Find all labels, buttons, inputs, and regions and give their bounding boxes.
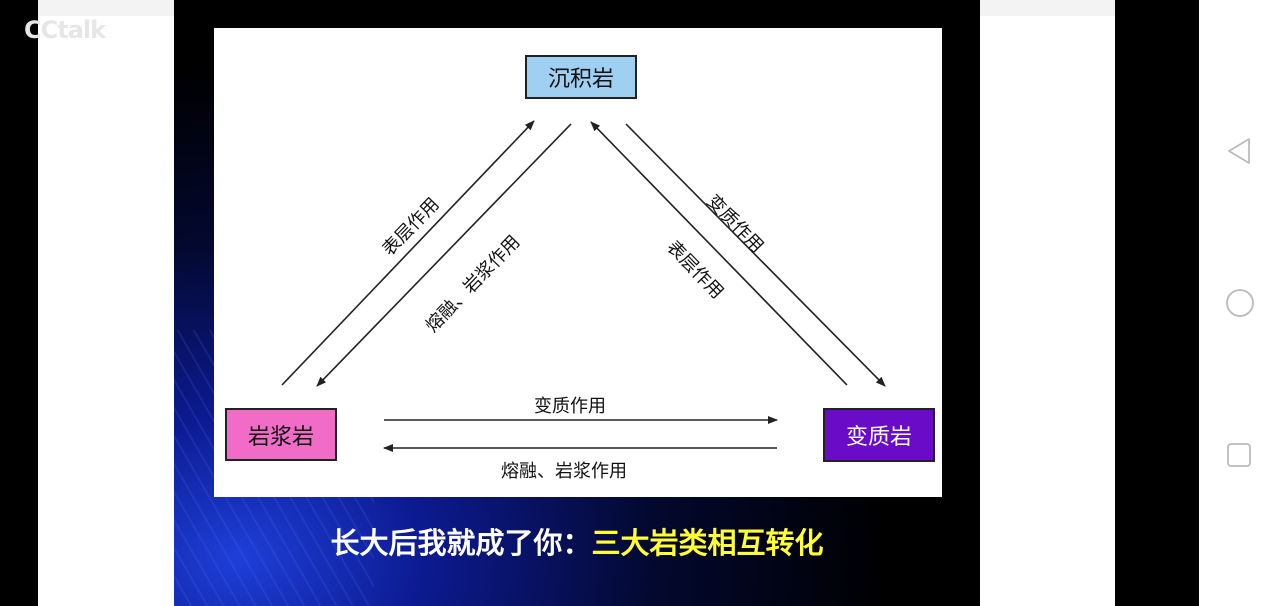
metamorphic-rock-box: 变质岩 bbox=[823, 408, 935, 462]
back-icon bbox=[1228, 138, 1250, 164]
cctalk-logo: CCtalk bbox=[24, 16, 106, 44]
subtitle-prefix: 长大后我就成了你： bbox=[330, 526, 592, 560]
slide: 沉积岩 岩浆岩 变质岩 表层作用 熔融、岩浆作用 变质作用 表层作用 变质作用 … bbox=[174, 0, 980, 606]
arrow-igneous-to-sedimentary bbox=[281, 120, 535, 386]
arrow-sedimentary-to-igneous bbox=[316, 123, 572, 387]
left-black-bar bbox=[0, 0, 38, 606]
home-icon bbox=[1226, 289, 1254, 317]
subtitle-highlight: 三大岩类相互转化 bbox=[591, 526, 824, 560]
diagram-arrows bbox=[281, 120, 886, 452]
rock-cycle-diagram: 沉积岩 岩浆岩 变质岩 表层作用 熔融、岩浆作用 变质作用 表层作用 变质作用 … bbox=[214, 28, 942, 497]
recents-icon bbox=[1227, 443, 1251, 467]
sedimentary-rock-box: 沉积岩 bbox=[525, 55, 637, 99]
android-nav-bar bbox=[1199, 0, 1279, 606]
right-panel bbox=[980, 0, 1115, 606]
arrow-sedimentary-to-metamorphic bbox=[625, 123, 886, 387]
recents-button[interactable] bbox=[1224, 440, 1254, 470]
arrow-metamorphic-to-sedimentary bbox=[590, 121, 848, 386]
igneous-rock-box: 岩浆岩 bbox=[225, 408, 337, 461]
back-button[interactable] bbox=[1224, 136, 1254, 166]
home-button[interactable] bbox=[1224, 288, 1254, 318]
right-black-bar bbox=[1115, 0, 1199, 606]
label-bottom-bottom: 熔融、岩浆作用 bbox=[501, 461, 627, 482]
label-bottom-top: 变质作用 bbox=[534, 396, 606, 417]
left-panel bbox=[38, 0, 174, 606]
slide-subtitle: 长大后我就成了你：三大岩类相互转化 bbox=[174, 520, 980, 562]
